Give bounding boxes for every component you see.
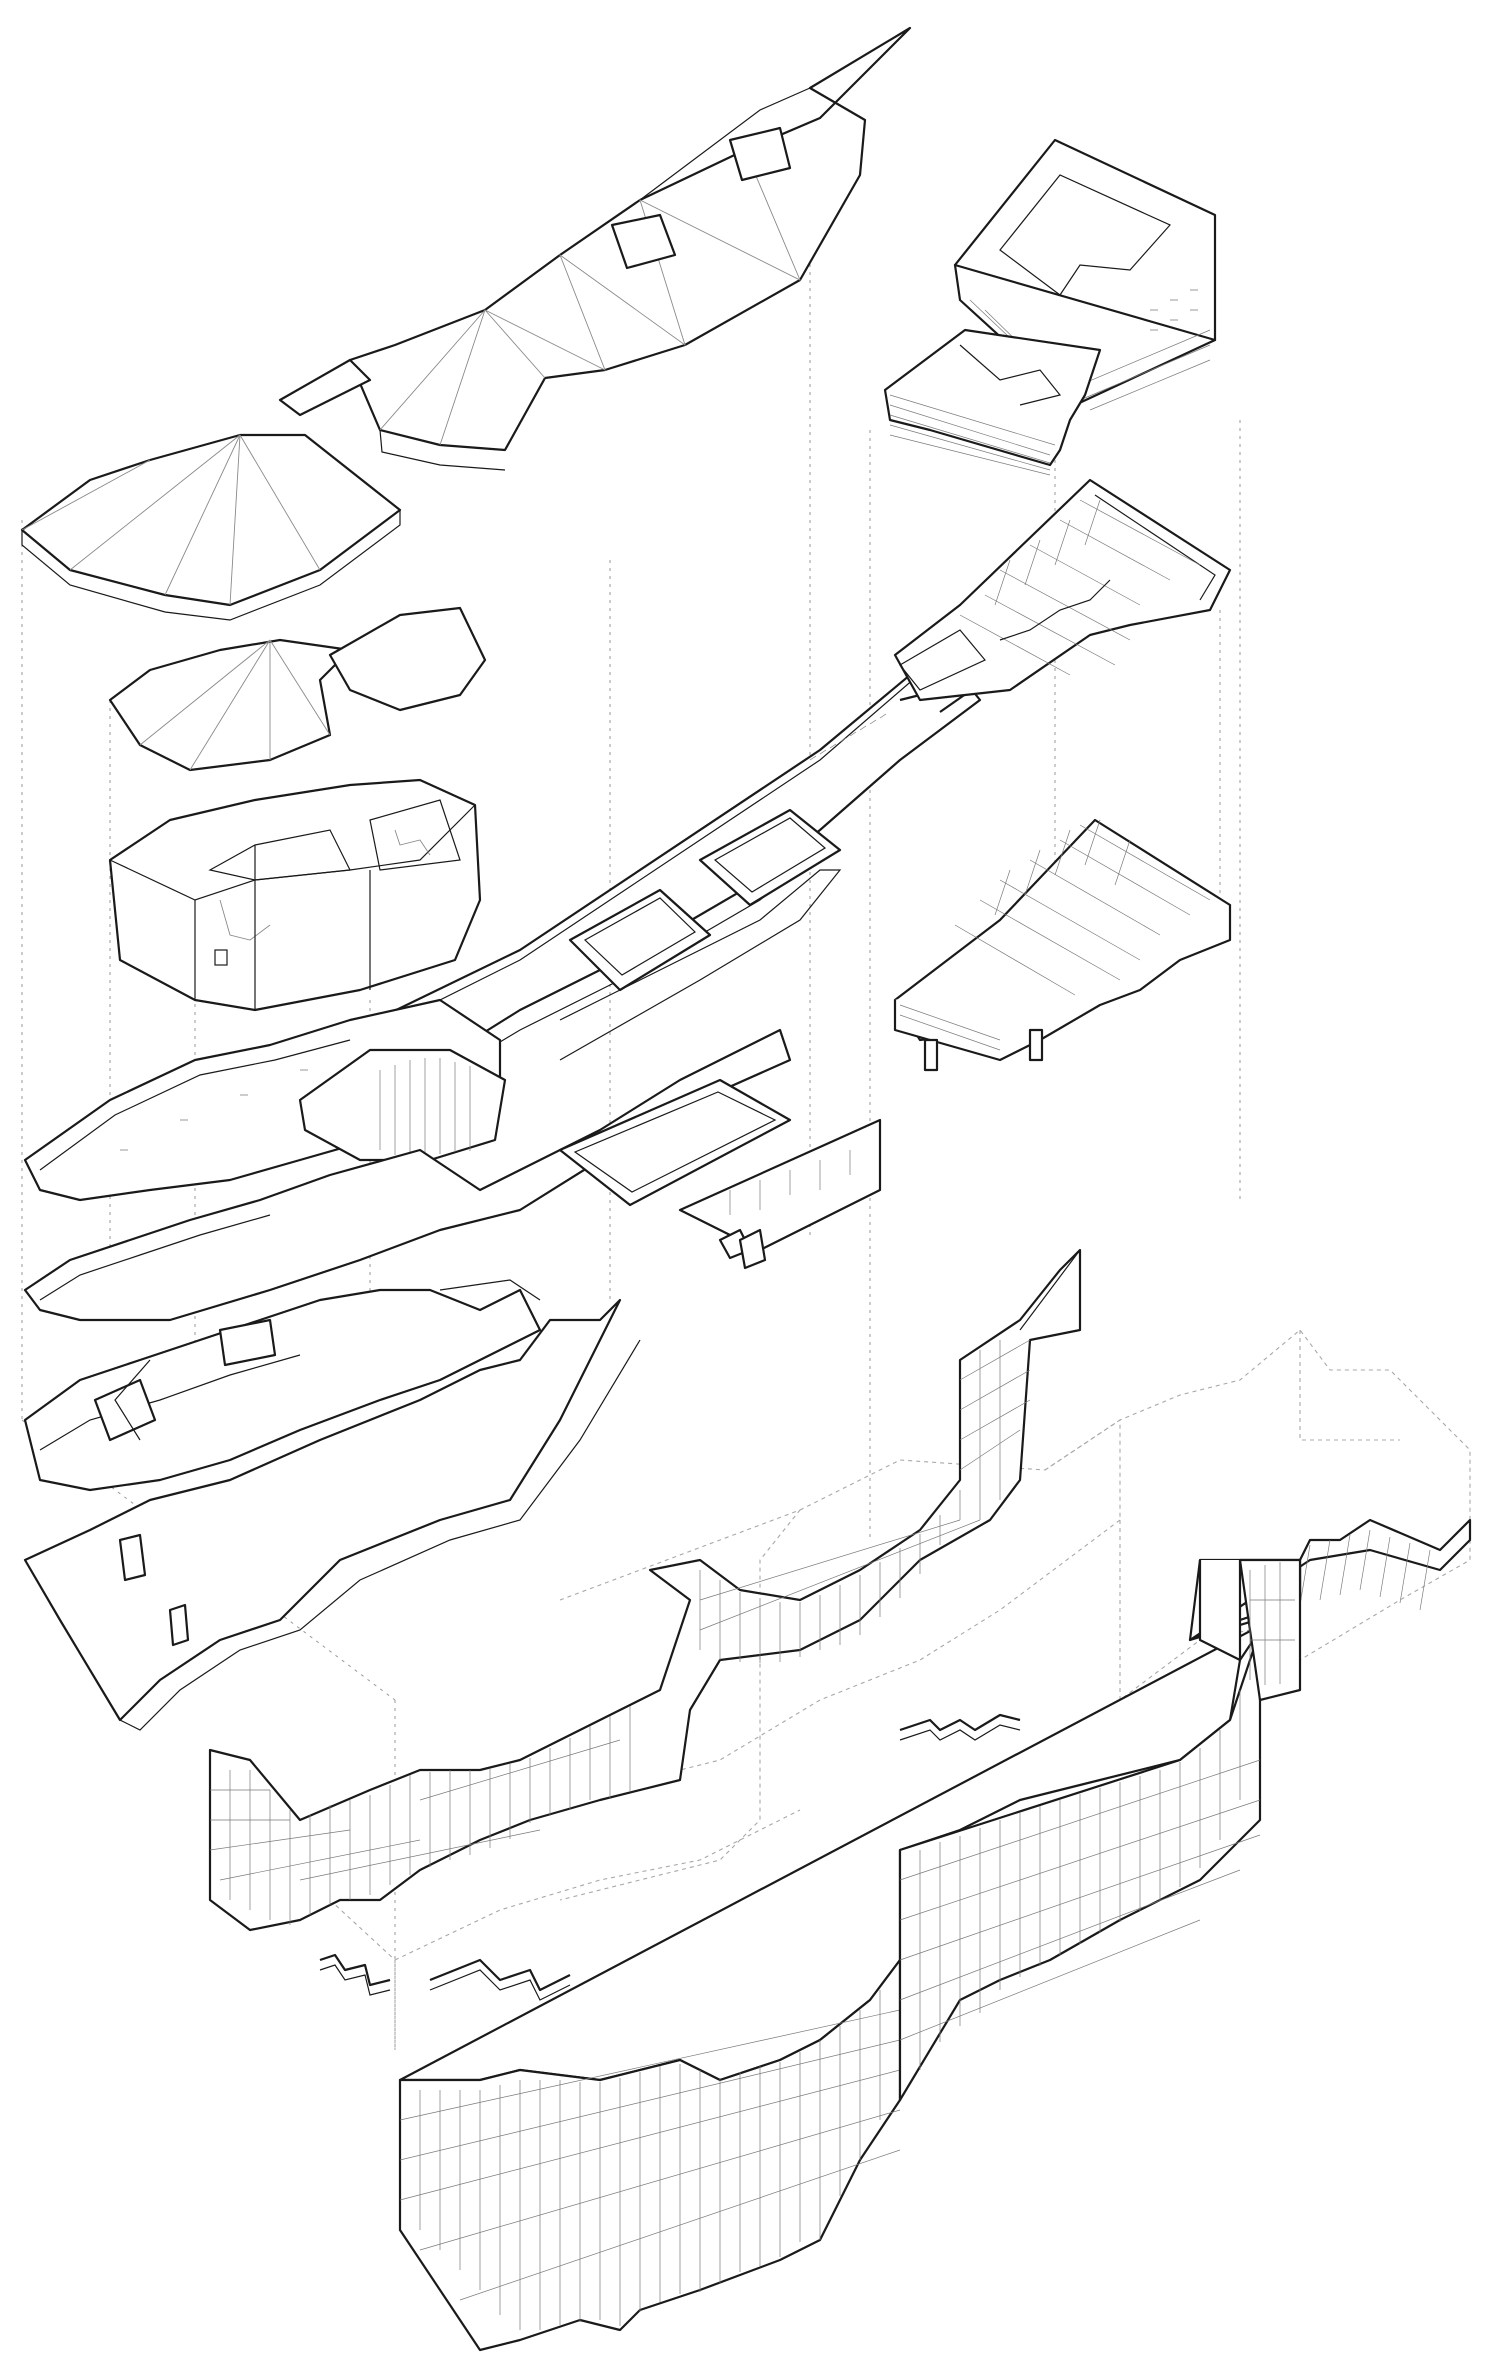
tower-block-top <box>883 138 1217 476</box>
ground-floor-plate <box>23 1228 767 1731</box>
plinth-base-facade <box>398 1518 1472 2352</box>
glazed-ribbon-wall <box>208 1248 1082 1932</box>
roof-folded-main <box>278 26 912 471</box>
auditorium-volumes <box>108 778 482 1012</box>
roof-folded-east-lobe <box>108 606 487 772</box>
middle-gallery-floor <box>23 1028 882 1322</box>
tower-floor-plan-lower <box>893 818 1232 1072</box>
roof-folded-west <box>20 433 402 621</box>
tower-floor-plan-upper <box>893 478 1232 702</box>
upper-gallery-floor <box>23 869 842 1202</box>
lower-gallery-floor <box>23 1279 542 1492</box>
